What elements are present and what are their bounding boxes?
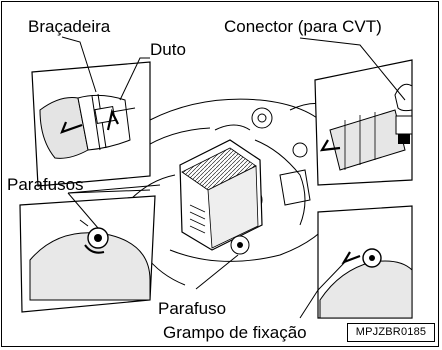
control-module bbox=[179, 139, 263, 255]
label-conector: Conector (para CVT) bbox=[224, 17, 382, 36]
detail-bolts bbox=[19, 195, 156, 313]
label-grampo: Grampo de fixação bbox=[163, 323, 307, 342]
label-parafuso: Parafuso bbox=[158, 299, 227, 318]
label-bracadeira: Braçadeira bbox=[28, 17, 111, 36]
detail-clip bbox=[317, 205, 413, 319]
figure-code: MPJZBR0185 bbox=[347, 323, 435, 342]
label-duto: Duto bbox=[150, 40, 186, 59]
leader-lines bbox=[61, 36, 406, 319]
label-parafusos: Parafusos bbox=[7, 175, 84, 194]
detail-clamp-duct bbox=[31, 61, 151, 187]
detail-connector bbox=[314, 59, 413, 186]
figure-border bbox=[1, 1, 439, 347]
